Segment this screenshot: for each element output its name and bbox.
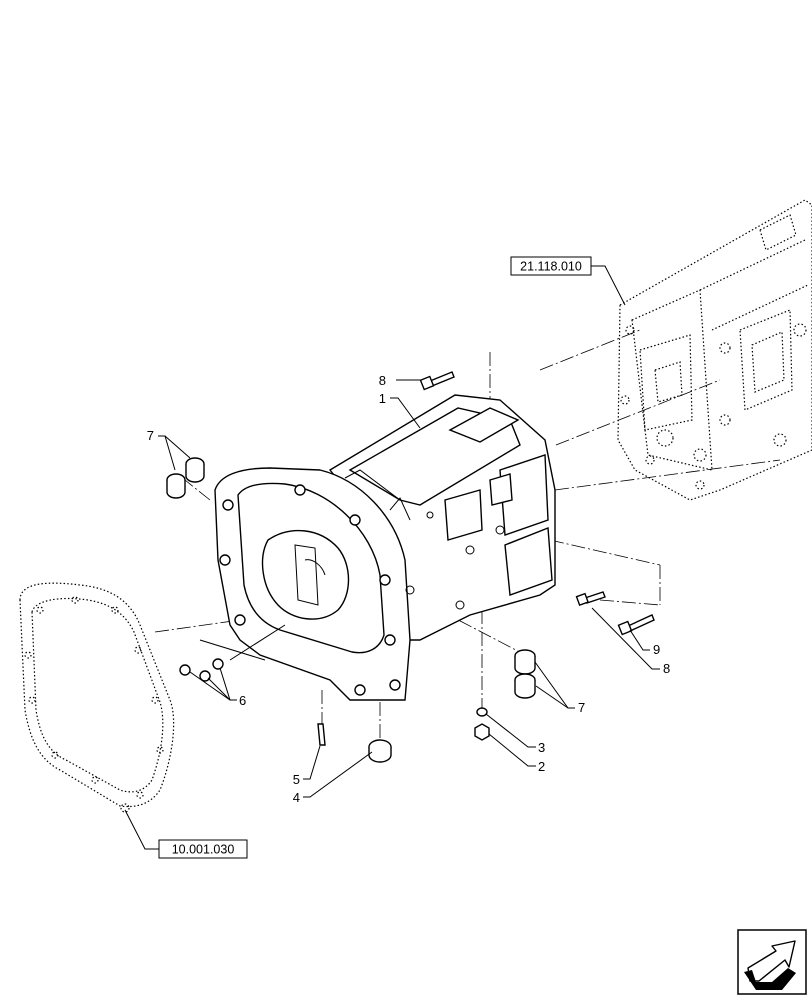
back-arrow-button[interactable]: [737, 929, 807, 995]
reference-box-top[interactable]: 21.118.010: [510, 256, 592, 276]
adjacent-cover-dotted: [19, 582, 175, 813]
washer-3: [476, 707, 488, 717]
bolt-9: [617, 614, 655, 636]
back-arrow-icon: [744, 940, 796, 990]
cap-4: [368, 739, 392, 763]
dowel-7-right: [514, 649, 536, 699]
callout-3: 3: [538, 740, 545, 755]
callout-labels: 8 1 7 9 8 6 7 3 2 5 4: [147, 373, 670, 805]
seal-6: [179, 658, 224, 682]
dowel-7-left: [166, 457, 205, 499]
callout-7-right: 7: [578, 700, 585, 715]
nut-2: [474, 723, 490, 741]
centerlines: [154, 329, 781, 760]
reference-box-bottom[interactable]: 10.001.030: [158, 839, 248, 859]
callout-7-left: 7: [147, 428, 154, 443]
bolt-8-top: [419, 371, 455, 391]
reference-label-bottom: 10.001.030: [172, 843, 235, 857]
callout-1: 1: [379, 391, 386, 406]
leader-lines: [124, 265, 660, 850]
callout-8-right: 8: [663, 661, 670, 676]
callout-8-top: 8: [379, 373, 386, 388]
adjacent-housing-dotted: [617, 199, 812, 501]
transmission-housing: [214, 394, 556, 701]
callout-2: 2: [538, 759, 545, 774]
callout-9: 9: [653, 642, 660, 657]
callout-4: 4: [293, 790, 300, 805]
callout-5: 5: [293, 772, 300, 787]
pin-5: [317, 723, 326, 746]
callout-6: 6: [239, 693, 246, 708]
reference-label-top: 21.118.010: [520, 260, 582, 274]
bolt-8-right: [575, 591, 606, 607]
